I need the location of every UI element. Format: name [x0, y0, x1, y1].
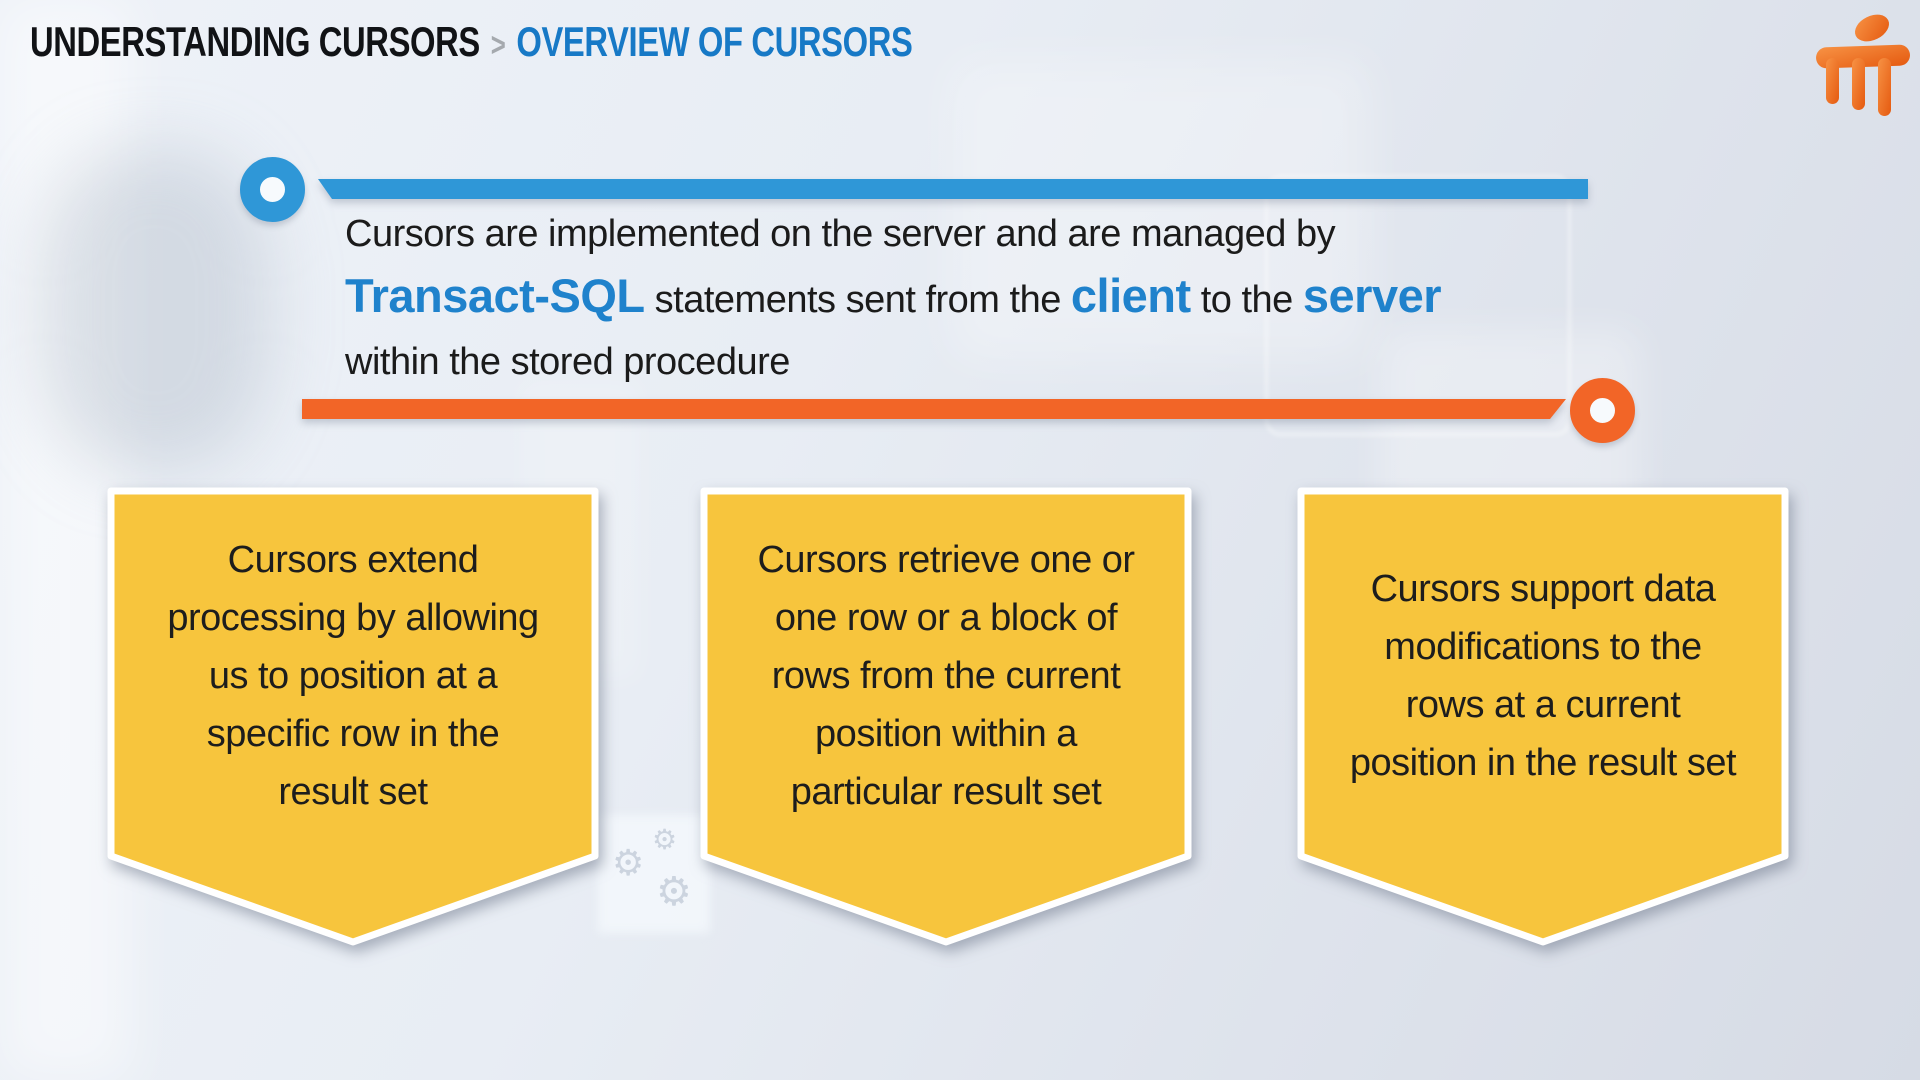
page-subtitle: OVERVIEW OF CURSORS: [516, 18, 913, 65]
card-line: rows at a current: [1405, 684, 1681, 726]
card-line: position within a: [815, 713, 1077, 755]
bottom-divider-line: [302, 399, 1566, 419]
breadcrumb-separator-icon: >: [490, 26, 506, 63]
card-line: particular result set: [790, 771, 1102, 813]
card-line: Cursors retrieve one or: [757, 539, 1135, 581]
keyword-server: server: [1302, 269, 1442, 322]
keyword-client: client: [1070, 269, 1191, 322]
background-decoration: [40, 150, 270, 470]
keyword-transact-sql: Transact-SQL: [345, 269, 645, 322]
intro-line-2-plain: to the: [1190, 279, 1303, 321]
card-line: Cursors support data: [1370, 568, 1716, 610]
card-line: modifications to the: [1384, 626, 1702, 668]
cursor-feature-card: Cursors extend processing by allowing us…: [106, 486, 600, 956]
card-text: Cursors extend processing by allowing us…: [118, 490, 588, 862]
gear-icon: ⚙: [612, 843, 645, 884]
pennant-shape: [107, 487, 599, 946]
intro-line-1: Cursors are implemented on the server an…: [345, 213, 1336, 255]
timeline-start-dot-icon: [240, 157, 305, 222]
top-divider-line: [318, 179, 1588, 199]
cursor-feature-card: Cursors support data modifications to th…: [1296, 486, 1790, 956]
card-line: one row or a block of: [774, 597, 1118, 639]
card-line: position in the result set: [1349, 742, 1737, 784]
gear-icon: ⚙: [656, 869, 692, 915]
cursor-feature-card: Cursors retrieve one or one row or a blo…: [699, 486, 1193, 956]
pennant-shape: [700, 487, 1192, 946]
timeline-end-dot-icon: [1570, 378, 1635, 443]
breadcrumb: UNDERSTANDING CURSORS > OVERVIEW OF CURS…: [30, 18, 913, 66]
gear-icon: ⚙: [652, 823, 678, 856]
intro-line-3: within the stored procedure: [345, 341, 790, 383]
pennant-shape: [1297, 487, 1789, 946]
card-line: us to position at a: [208, 655, 498, 697]
card-line: specific row in the: [206, 713, 500, 755]
card-line: rows from the current: [771, 655, 1121, 697]
intro-text: Cursors are implemented on the server an…: [345, 203, 1645, 393]
card-text: Cursors retrieve one or one row or a blo…: [711, 490, 1181, 862]
intellipaat-logo-icon: [1816, 14, 1910, 116]
card-text: Cursors support data modifications to th…: [1308, 490, 1778, 862]
card-line: processing by allowing: [167, 597, 539, 639]
card-line: Cursors extend: [227, 539, 479, 581]
page-title: UNDERSTANDING CURSORS: [30, 18, 480, 65]
card-line: result set: [278, 771, 428, 813]
intro-line-2: Transact-SQL statements sent from the cl…: [345, 265, 1645, 331]
intro-line-2-plain: statements sent from the: [644, 279, 1071, 321]
